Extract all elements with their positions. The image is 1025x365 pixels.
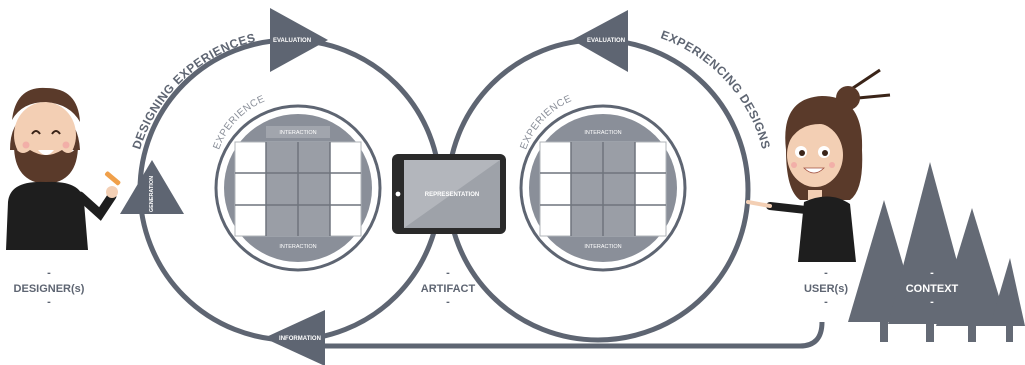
user-label-block: - USER(s) - [804,267,848,308]
right-interaction-bottom-label: INTERACTION [584,244,621,250]
information-marker: INFORMATION [264,310,325,365]
context-label-block: - CONTEXT - [906,267,959,308]
svg-text:EVALUATION: EVALUATION [273,38,311,44]
right-evaluation-marker: EVALUATION [572,10,628,72]
designer-figure [6,87,121,250]
user-figure [746,68,891,262]
svg-text:GENERATION: GENERATION [149,176,155,212]
left-evaluation-marker: EVALUATION [270,8,328,72]
left-experience-grid [234,141,362,237]
right-interaction-top-label: INTERACTION [584,130,621,136]
experiencing-designs-label: EXPERIENCING DESIGNS [659,28,773,151]
context-trees [848,162,1025,342]
svg-text:-: - [47,267,51,279]
svg-text:-: - [446,296,450,308]
generation-marker: GENERATION [120,160,184,214]
artifact-block: - ARTIFACT - [421,267,476,308]
svg-text:-: - [930,296,934,308]
designer-label: DESIGNER(s) [14,283,85,295]
artifact-label: ARTIFACT [421,283,476,295]
svg-text:-: - [930,267,934,279]
context-label: CONTEXT [906,283,959,295]
svg-text:INFORMATION: INFORMATION [279,336,321,342]
right-experience-module: INTERACTION INTERACTION EXPERIENCE [518,93,687,272]
feedback-line [325,321,825,349]
user-label: USER(s) [804,283,848,295]
designer-label-block: - DESIGNER(s) - [14,267,85,308]
svg-text:-: - [47,296,51,308]
left-interaction-top-label: INTERACTION [279,130,316,136]
svg-text:-: - [824,267,828,279]
svg-text:EVALUATION: EVALUATION [587,38,625,44]
svg-text:-: - [446,267,450,279]
right-experience-grid [539,141,667,237]
tablet-representation: REPRESENTATION [392,154,506,234]
left-experience-module: INTERACTION INTERACTION EXPERIENCE [211,94,382,272]
representation-label: REPRESENTATION [425,192,479,198]
left-interaction-bottom-label: INTERACTION [279,244,316,250]
svg-text:-: - [824,296,828,308]
